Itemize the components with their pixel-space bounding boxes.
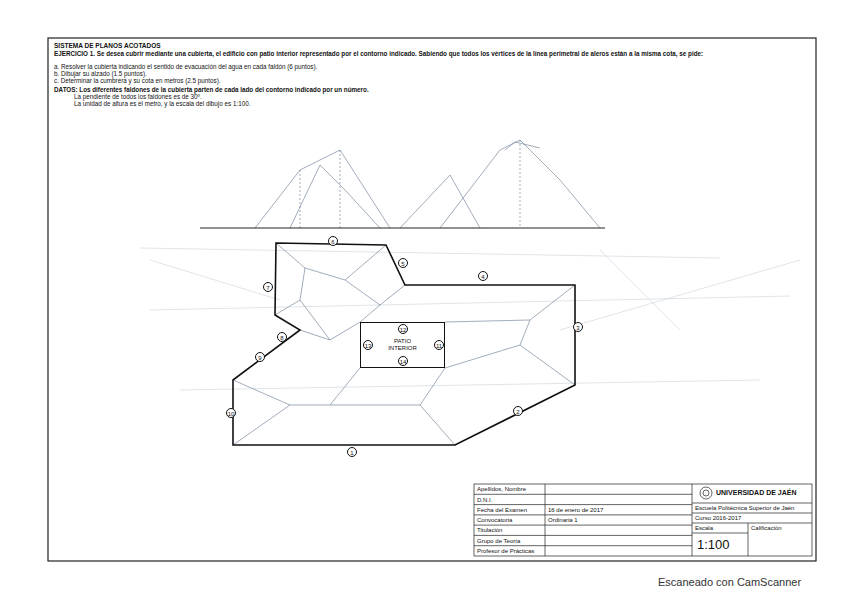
table-cell: Fecha del Examen [477, 507, 527, 514]
table-cell: Convocatoria [477, 517, 512, 524]
callout-number: 3 [573, 322, 583, 332]
table-cell: Escuela Politécnica Superior de Jaén [695, 505, 794, 512]
patio-label: PATIO INTERIOR [385, 338, 421, 352]
callout-number: 9 [255, 352, 265, 362]
callout-number: 6 [328, 236, 338, 246]
callout-number: 8 [277, 332, 287, 342]
table-cell: Escala [695, 525, 713, 532]
table-cell: Curso 2016-2017 [695, 515, 741, 522]
scale-value: 1:100 [697, 538, 730, 553]
data-note: La pendiente de todos los faldones es de… [74, 93, 202, 100]
table-cell: Titulación [477, 527, 502, 534]
callout-number: 11 [434, 340, 444, 350]
data-note: La unidad de altura es el metro, y la es… [74, 100, 250, 107]
university-name: UNIVERSIDAD DE JAÉN [716, 489, 797, 497]
data-note: DATOS: Los diferentes faldones de la cub… [54, 86, 369, 93]
exercise-statement: EJERCICIO 1. Se desea cubrir mediante un… [54, 50, 703, 57]
callout-number: 10 [226, 408, 237, 418]
callout-number: 5 [398, 258, 408, 268]
sheet-title: SISTEMA DE PLANOS ACOTADOS [54, 42, 161, 49]
table-cell: Grupo de Teoría [477, 538, 520, 545]
table-cell: Calificación [751, 525, 782, 532]
callout-number: 1 [347, 447, 357, 457]
table-cell: Apellidos, Nombre [477, 486, 526, 493]
table-cell: Ordinaria 1 [548, 517, 578, 524]
callout-number: 7 [263, 282, 273, 292]
question-item: a. Resolver la cubierta indicando el sen… [54, 63, 317, 70]
table-cell: D.N.I. [477, 497, 492, 504]
table-cell: 16 de enero de 2017 [548, 507, 603, 514]
watermark: Escaneado con CamScanner [658, 576, 801, 589]
question-item: b. Dibujar su alzado (1.5 puntos). [54, 70, 147, 77]
callout-number: 4 [478, 271, 488, 281]
question-item: c. Determinar la cumbrera y su cota en m… [54, 77, 221, 84]
callout-number: 2 [513, 406, 523, 416]
table-cell: Profesor de Prácticas [477, 548, 534, 555]
